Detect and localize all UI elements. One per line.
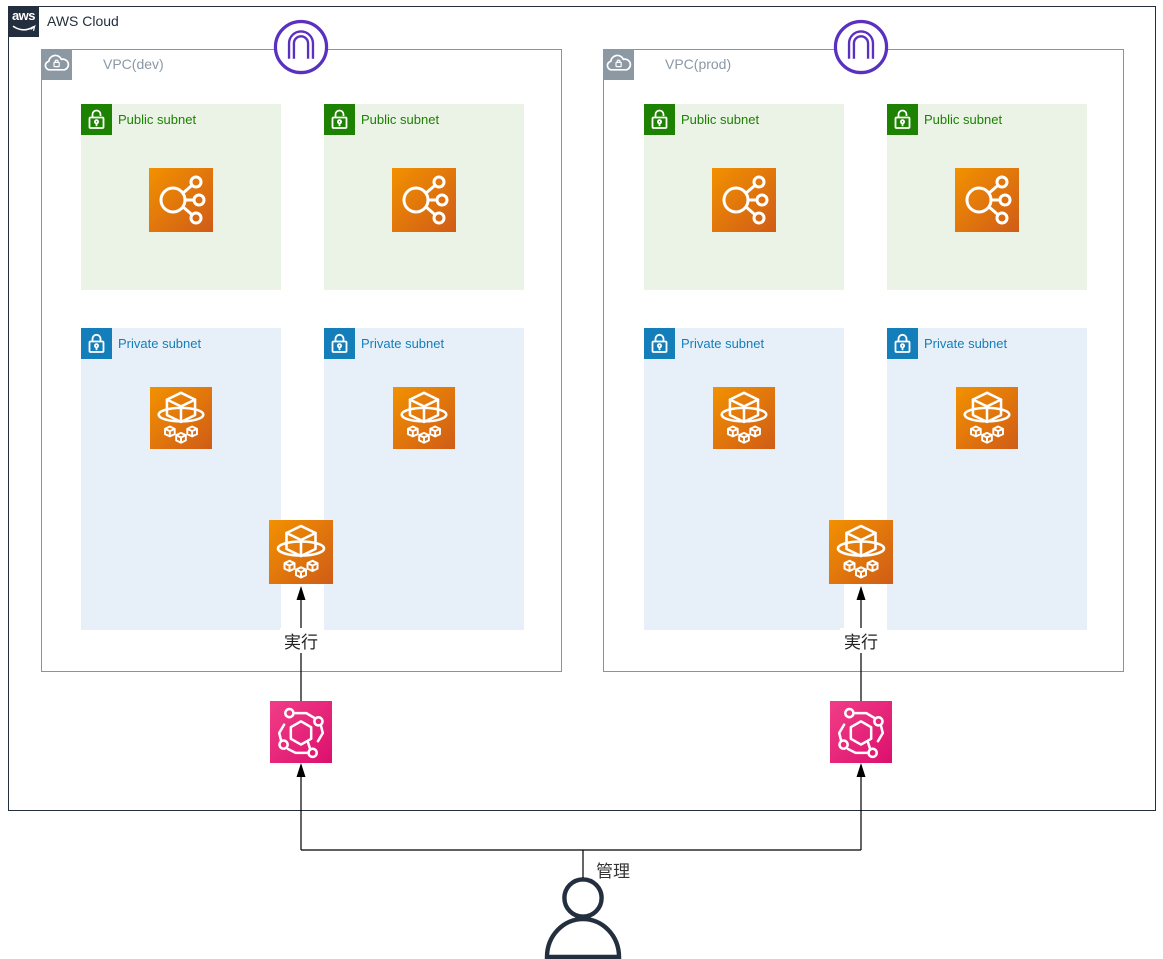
open-lock-icon [324,104,355,135]
cloud-lock-icon [606,54,632,71]
manage-label: 管理 [596,862,630,881]
user-icon [542,876,624,959]
closed-lock-icon [887,328,918,359]
private-subnet: Private subnet [887,328,1087,630]
private-subnet: Private subnet [81,328,281,630]
cloud-lock-icon [44,54,70,71]
open-lock-icon [644,104,675,135]
private-subnet: Private subnet [644,328,844,630]
systems-manager-icon [830,701,892,763]
load-balancer-icon [712,168,776,232]
public-subnet-label: Public subnet [924,112,1003,127]
open-lock-icon [81,104,112,135]
aws-cloud-group [8,6,1156,811]
aws-cloud-label: AWS Cloud [47,13,119,29]
ecs-service-icon [150,387,212,449]
load-balancer-icon [955,168,1019,232]
public-subnet-label: Public subnet [118,112,197,127]
private-subnet-label: Private subnet [118,336,202,351]
ecs-service-icon [393,387,455,449]
vpc-gateway-icon [272,18,330,76]
private-subnet-label: Private subnet [681,336,765,351]
private-subnet-label: Private subnet [924,336,1008,351]
vpc-group-icon [41,49,72,80]
vpc-dev-label: VPC(dev) [103,56,164,72]
private-subnet-label: Private subnet [361,336,445,351]
public-subnet-label: Public subnet [681,112,760,127]
ecs-service-icon [713,387,775,449]
load-balancer-icon [149,168,213,232]
open-lock-icon [887,104,918,135]
execute-label: 実行 [840,628,882,653]
closed-lock-icon [324,328,355,359]
vpc-gateway-icon [832,18,890,76]
public-subnet: Public subnet [644,104,844,290]
public-subnet-label: Public subnet [361,112,440,127]
aws-logo-text: aws [11,8,36,23]
private-subnet: Private subnet [324,328,524,630]
ecs-task-icon [829,520,893,584]
aws-logo: aws [8,6,39,37]
systems-manager-icon [270,701,332,763]
vpc-group-icon [603,49,634,80]
ecs-service-icon [956,387,1018,449]
closed-lock-icon [644,328,675,359]
closed-lock-icon [81,328,112,359]
ecs-task-icon [269,520,333,584]
execute-label: 実行 [280,628,322,653]
load-balancer-icon [392,168,456,232]
vpc-prod-label: VPC(prod) [665,56,732,72]
